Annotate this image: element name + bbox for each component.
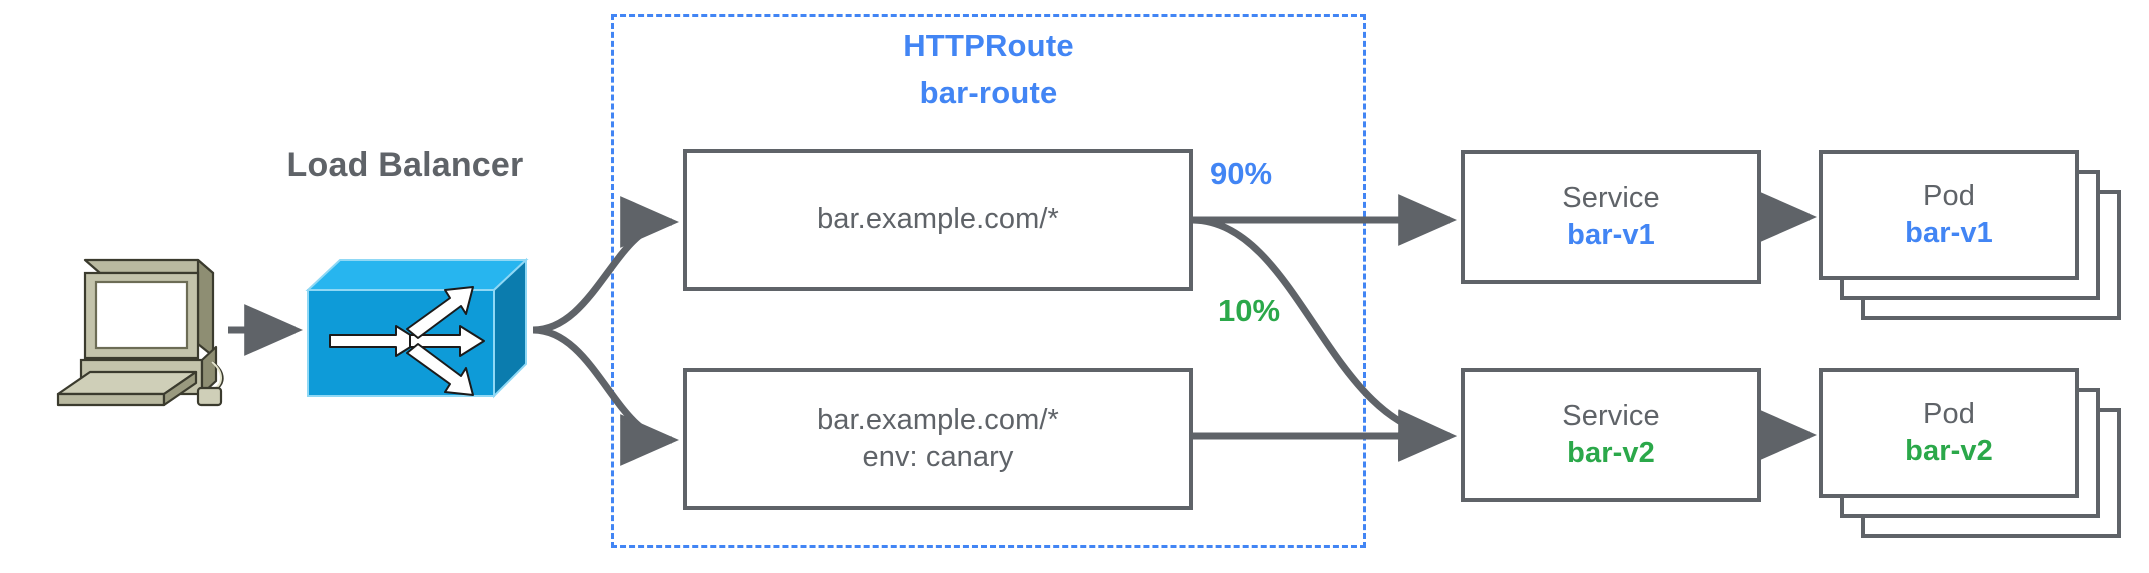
pod-bar-v1-name: bar-v1	[1905, 217, 1993, 249]
service-box-bar-v2[interactable]: Service bar-v2	[1461, 368, 1761, 502]
pod-bar-v1-kind: Pod	[1923, 179, 1975, 212]
load-balancer-label: Load Balancer	[286, 146, 524, 184]
httproute-rule-box-1[interactable]: bar.example.com/*	[683, 149, 1193, 291]
pod-bar-v2-name: bar-v2	[1905, 435, 1993, 467]
service-box-bar-v1[interactable]: Service bar-v1	[1461, 150, 1761, 284]
httproute-boundary	[611, 14, 1366, 548]
service-bar-v2-name: bar-v2	[1567, 437, 1655, 469]
service-bar-v1-name: bar-v1	[1567, 219, 1655, 251]
load-balancer-router-icon	[300, 252, 532, 408]
pod-bar-v2-kind: Pod	[1923, 397, 1975, 430]
pod-box-bar-v1[interactable]: Pod bar-v1	[1819, 150, 2079, 280]
pod-box-bar-v2[interactable]: Pod bar-v2	[1819, 368, 2079, 498]
service-bar-v2-kind: Service	[1562, 399, 1660, 432]
edge-rule1-to-service-bar-v2-10	[1192, 216, 1457, 461]
httproute-name-label: bar-route	[919, 75, 1058, 110]
weight-label-10: 10%	[1218, 293, 1281, 328]
httproute-rule-box-2[interactable]: bar.example.com/* env: canary	[683, 368, 1193, 510]
workstation-computer-icon	[40, 248, 225, 413]
weight-label-90: 90%	[1210, 156, 1273, 191]
edge-lb-to-rule-2	[532, 326, 679, 466]
rule-2-match-line-1: bar.example.com/*	[817, 403, 1059, 436]
service-bar-v1-kind: Service	[1562, 181, 1660, 214]
edge-lb-to-rule-1	[532, 196, 679, 334]
rule-1-match-line-1: bar.example.com/*	[817, 203, 1059, 236]
rule-2-match-line-2: env: canary	[862, 441, 1014, 473]
httproute-kind-label: HTTPRoute	[903, 28, 1074, 63]
